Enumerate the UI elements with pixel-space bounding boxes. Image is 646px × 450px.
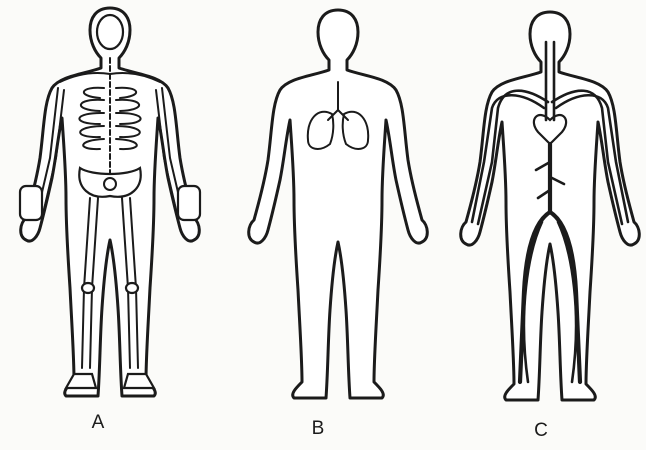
- body-outline-b: [249, 10, 428, 398]
- right-hand-bones: [178, 186, 200, 220]
- figure-label-c: C: [521, 420, 561, 442]
- left-foot-bones: [66, 374, 96, 388]
- left-hand-bones: [20, 186, 42, 220]
- figure-label-b: B: [298, 418, 338, 440]
- skull: [97, 15, 123, 49]
- figure-b-respiratory-system: [249, 10, 428, 398]
- right-foot-bones: [124, 374, 154, 388]
- figure-a-skeletal-system: [20, 8, 200, 396]
- figure-label-a: A: [78, 412, 118, 434]
- figure-c-circulatory-system: [461, 12, 640, 400]
